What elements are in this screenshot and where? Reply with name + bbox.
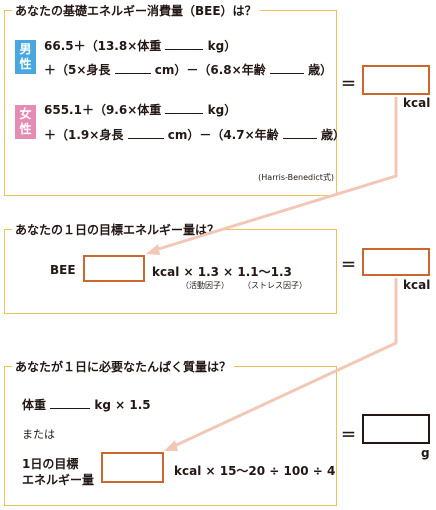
energy-heading: あなたの１日の目標エネルギー量は？ bbox=[12, 221, 223, 238]
protein-equals-sign: ＝ bbox=[341, 426, 357, 444]
male-formula-1a: 66.5＋（13.8×体重 bbox=[44, 39, 162, 53]
male-height-blank[interactable] bbox=[114, 63, 151, 74]
bee-unit: kcal bbox=[403, 96, 431, 110]
male-age-blank[interactable] bbox=[269, 63, 304, 74]
protein-weight-formula: 体重 kg × 1.5 bbox=[22, 396, 151, 413]
protein-target-label-1: 1日の目標 bbox=[22, 457, 79, 471]
female-age-blank[interactable] bbox=[282, 128, 317, 139]
protein-weight-factor: kg × 1.5 bbox=[94, 398, 151, 412]
protein-unit: g bbox=[421, 446, 430, 460]
energy-result-box[interactable] bbox=[362, 248, 430, 276]
protein-weight-blank[interactable] bbox=[50, 398, 91, 409]
female-formula-line-2: ＋（1.9×身長 cm）－（4.7×年齢 歳） bbox=[44, 126, 345, 143]
bee-equals-sign: ＝ bbox=[341, 75, 357, 93]
male-formula-1b: kg） bbox=[207, 39, 237, 53]
protein-energy-formula: kcal × 15～20 ÷ 100 ÷ 4 bbox=[174, 464, 336, 478]
activity-factor-note: （活動因子） bbox=[181, 281, 229, 290]
protein-or-label: または bbox=[22, 428, 55, 441]
female-height-blank[interactable] bbox=[127, 128, 164, 139]
bee-result-box[interactable] bbox=[362, 65, 430, 95]
female-formula-1b: kg） bbox=[207, 103, 237, 117]
energy-unit: kcal bbox=[403, 278, 431, 292]
female-formula-line-1: 655.1＋（9.6×体重 kg） bbox=[44, 101, 236, 118]
female-formula-1a: 655.1＋（9.6×体重 bbox=[44, 103, 162, 117]
male-weight-blank[interactable] bbox=[165, 39, 204, 50]
female-formula-2b: cm）－（4.7×年齢 bbox=[167, 128, 279, 142]
stress-factor-note: （ストレス因子） bbox=[243, 281, 307, 290]
female-badge: 女 性 bbox=[15, 105, 36, 139]
energy-equals-sign: ＝ bbox=[341, 256, 357, 274]
protein-energy-input-box[interactable] bbox=[101, 452, 164, 483]
male-badge-char-1: 男 bbox=[19, 42, 32, 56]
energy-bee-input-box[interactable] bbox=[83, 255, 145, 282]
protein-heading: あなたが１日に必要なたんぱく質量は？ bbox=[12, 358, 235, 375]
male-badge: 男 性 bbox=[15, 40, 36, 74]
female-formula-2a: ＋（1.9×身長 bbox=[44, 128, 124, 142]
female-badge-char-1: 女 bbox=[19, 107, 32, 121]
male-formula-line-2: ＋（5×身長 cm）－（6.8×年齢 歳） bbox=[44, 61, 332, 78]
bee-heading: あなたの基礎エネルギー消費量（BEE）は？ bbox=[12, 2, 260, 19]
protein-target-label-2: エネルギー量 bbox=[22, 473, 95, 487]
male-formula-2a: ＋（5×身長 bbox=[44, 63, 111, 77]
energy-formula: kcal × 1.3 × 1.1～1.3 bbox=[152, 265, 292, 279]
energy-panel bbox=[4, 229, 337, 314]
female-weight-blank[interactable] bbox=[165, 103, 204, 114]
protein-weight-label: 体重 bbox=[22, 398, 47, 412]
arrow-bee-to-energy bbox=[146, 97, 398, 255]
arrow-energy-to-protein bbox=[164, 278, 398, 451]
female-formula-2c: 歳） bbox=[321, 128, 346, 142]
protein-panel bbox=[4, 366, 337, 506]
female-badge-char-2: 性 bbox=[19, 122, 32, 136]
bee-panel bbox=[4, 10, 337, 196]
energy-bee-label: BEE bbox=[50, 263, 76, 277]
male-formula-2b: cm）－（6.8×年齢 bbox=[154, 63, 266, 77]
formula-source: (Harris-Benedict式) bbox=[258, 173, 334, 182]
protein-result-box[interactable] bbox=[362, 414, 430, 444]
male-formula-2c: 歳） bbox=[308, 63, 333, 77]
male-badge-char-2: 性 bbox=[19, 57, 32, 71]
male-formula-line-1: 66.5＋（13.8×体重 kg） bbox=[44, 37, 236, 54]
